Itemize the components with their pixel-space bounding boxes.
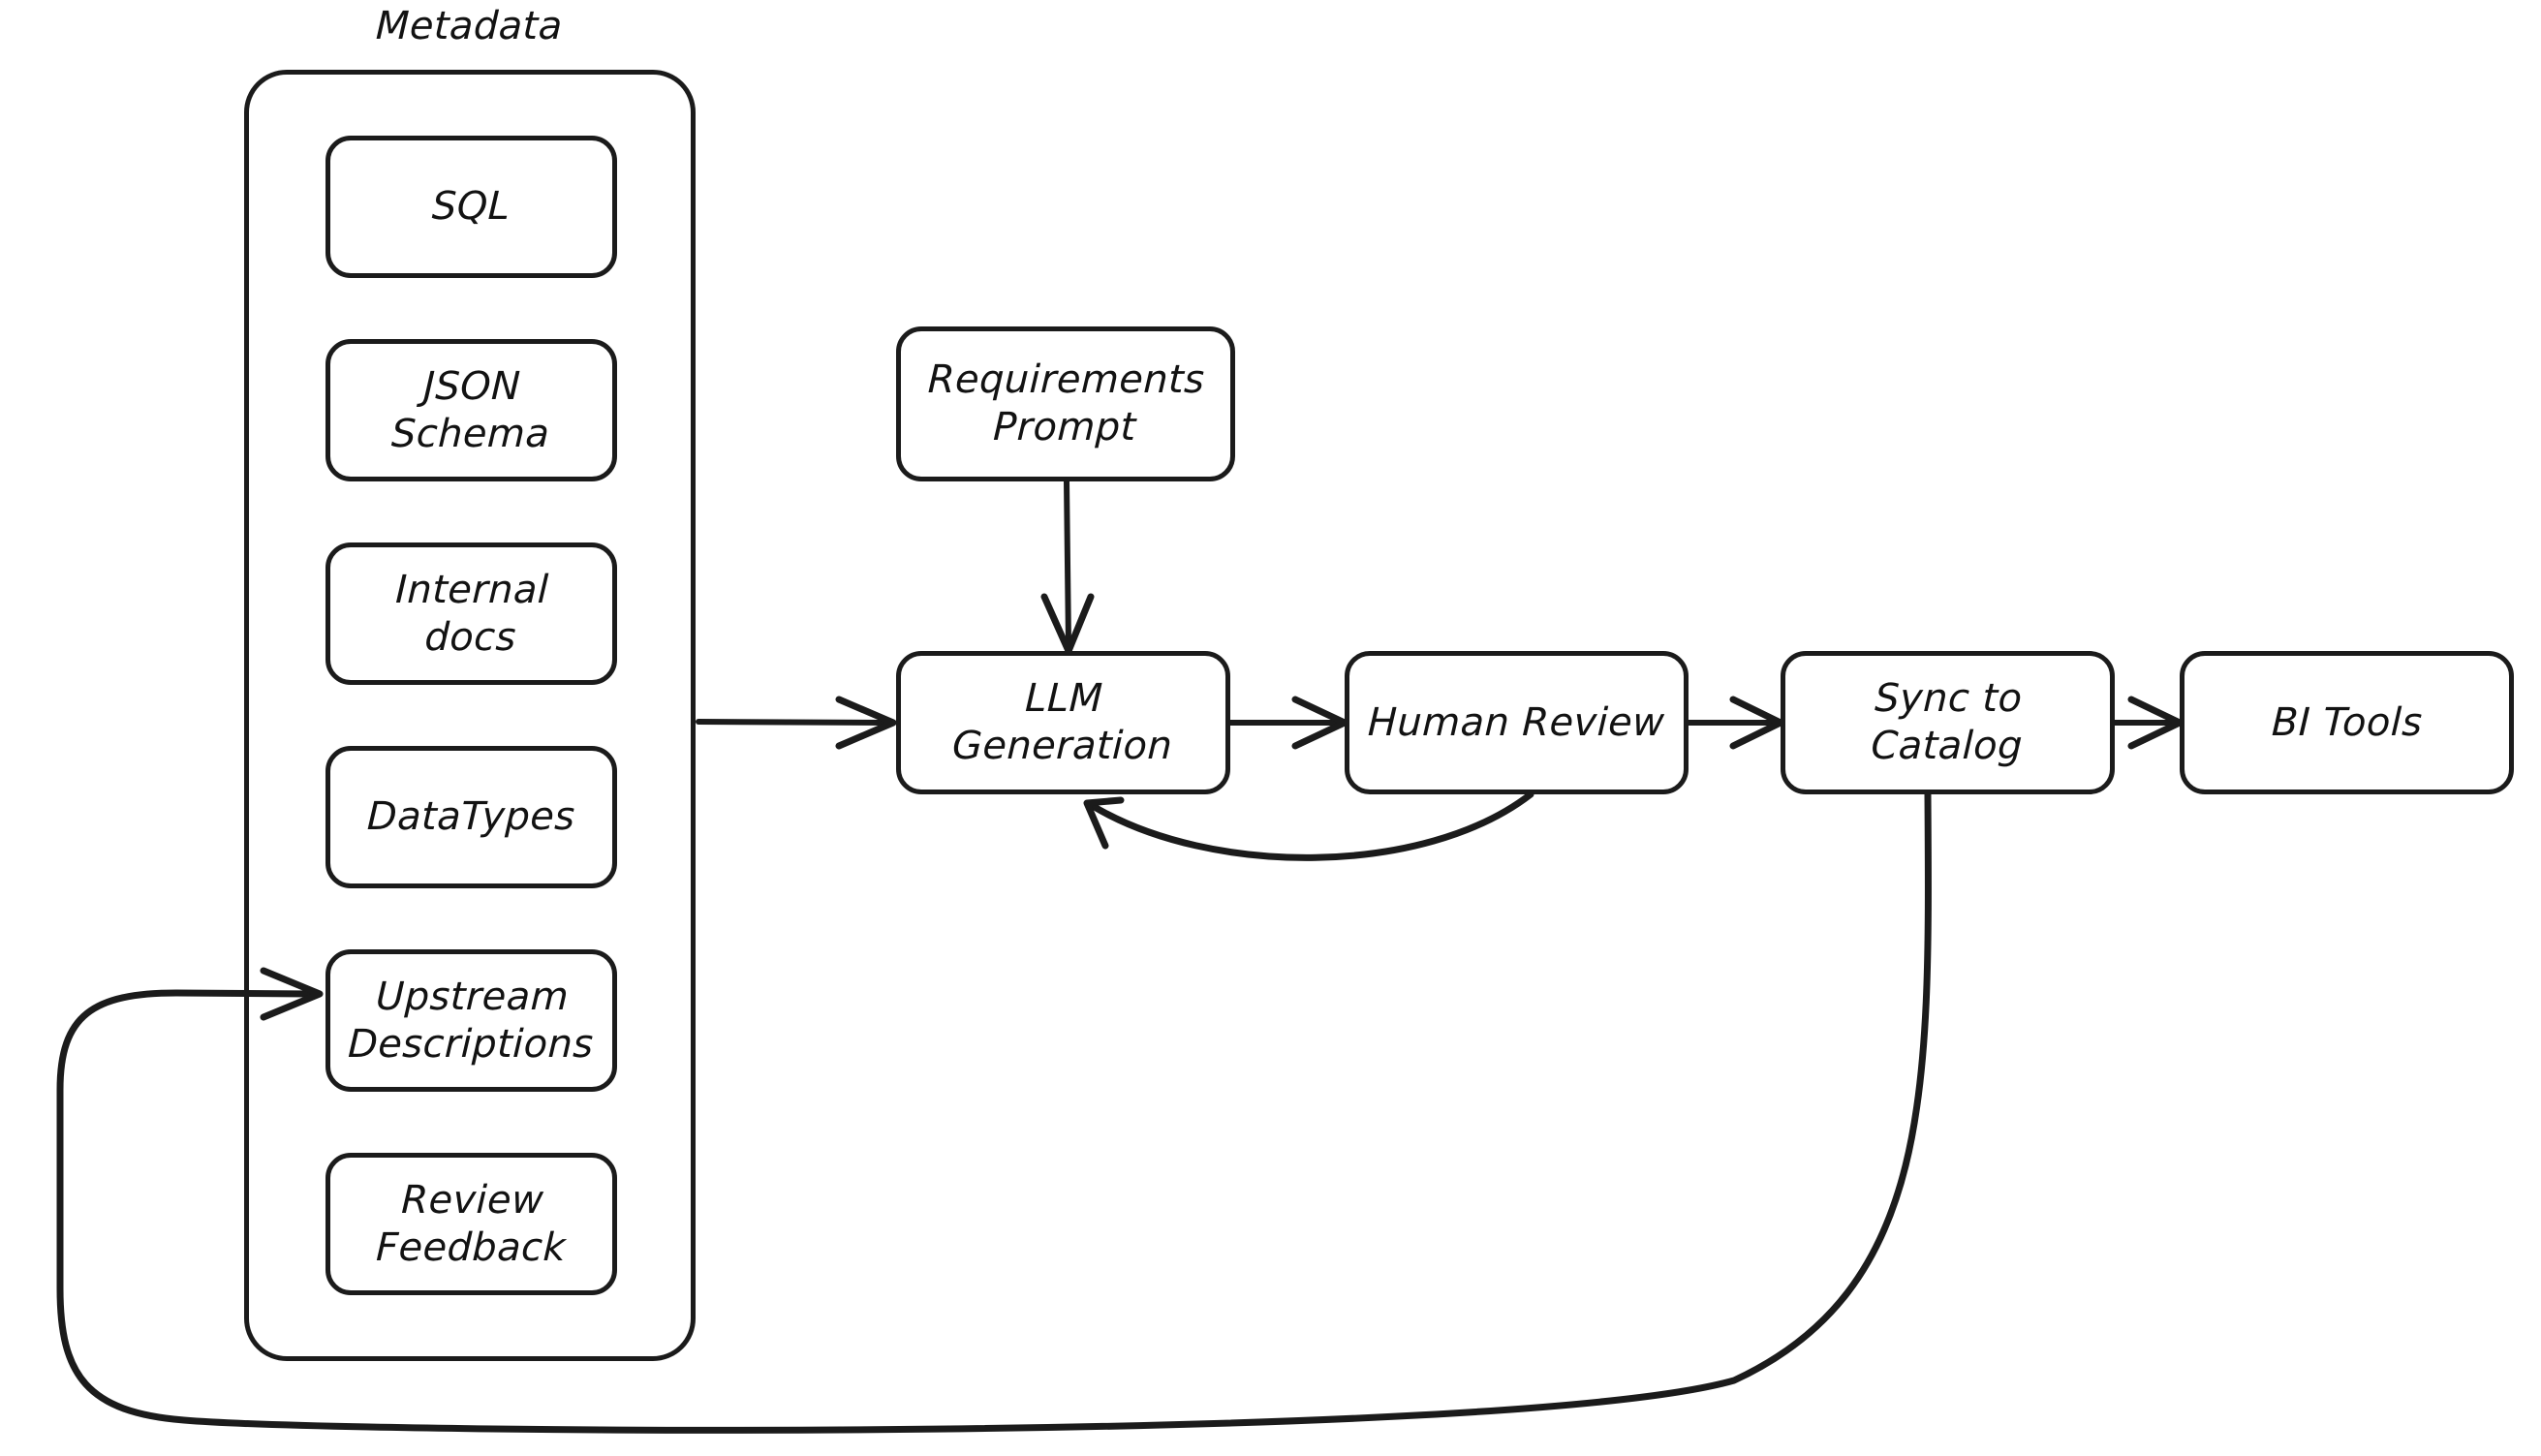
- flow-node-llm-generation-label: LLM Generation: [951, 676, 1174, 768]
- metadata-item-internal-docs-label: Internal docs: [394, 567, 550, 660]
- edge-requirements-to-llm: [1064, 479, 1071, 648]
- arrowhead-requirements-to-llm: [1040, 593, 1095, 655]
- metadata-item-sql[interactable]: SQL: [325, 136, 617, 278]
- metadata-item-upstream-descriptions[interactable]: Upstream Descriptions: [325, 949, 617, 1092]
- metadata-item-review-feedback[interactable]: Review Feedback: [325, 1153, 617, 1295]
- flow-node-sync-to-catalog[interactable]: Sync to Catalog: [1781, 651, 2115, 794]
- arrowhead-metadata-to-llm: [835, 696, 897, 750]
- metadata-group-title: Metadata: [375, 4, 564, 48]
- metadata-item-internal-docs[interactable]: Internal docs: [325, 542, 617, 685]
- flow-node-llm-generation[interactable]: LLM Generation: [896, 651, 1230, 794]
- flow-node-human-review[interactable]: Human Review: [1345, 651, 1689, 794]
- arrowhead-review-to-sync: [1729, 696, 1784, 750]
- metadata-item-review-feedback-label: Review Feedback: [374, 1177, 567, 1270]
- metadata-item-data-types[interactable]: DataTypes: [325, 746, 617, 888]
- arrowhead-llm-to-review: [1291, 696, 1348, 750]
- flow-node-human-review-label: Human Review: [1367, 699, 1666, 745]
- metadata-item-sql-label: SQL: [431, 184, 511, 230]
- edge-metadata-to-llm: [696, 719, 890, 726]
- edge-review-feedback-loop: [1089, 790, 1534, 861]
- flow-node-bi-tools-label: BI Tools: [2270, 699, 2424, 745]
- metadata-item-json-schema[interactable]: JSON Schema: [325, 339, 617, 481]
- flow-node-requirements-prompt-label: Requirements Prompt: [927, 357, 1206, 449]
- flow-node-requirements-prompt[interactable]: Requirements Prompt: [896, 326, 1235, 481]
- metadata-item-data-types-label: DataTypes: [366, 794, 576, 840]
- arrowhead-review-feedback-loop: [1083, 796, 1125, 850]
- metadata-group-frame: [244, 70, 696, 1361]
- metadata-item-json-schema-label: JSON Schema: [390, 363, 551, 456]
- flow-node-sync-to-catalog-label: Sync to Catalog: [1870, 676, 2024, 768]
- metadata-item-upstream-descriptions-label: Upstream Descriptions: [347, 974, 595, 1067]
- flow-node-bi-tools[interactable]: BI Tools: [2180, 651, 2514, 794]
- arrowhead-sync-to-bi: [2127, 696, 2184, 750]
